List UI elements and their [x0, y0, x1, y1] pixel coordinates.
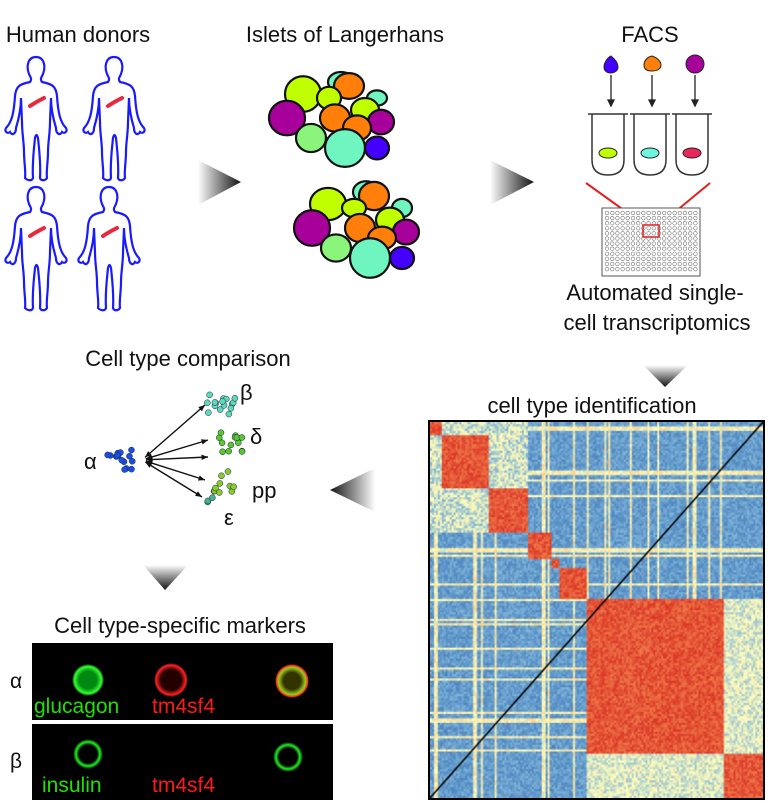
insulin-stained-cell	[73, 739, 103, 769]
cell-correlation-heatmap	[428, 420, 765, 800]
cell-dot	[209, 494, 216, 502]
alpha-marker-panel: glucagon tm4sf4	[32, 643, 333, 720]
donor-figure	[76, 185, 142, 313]
cell-dot	[121, 466, 128, 473]
donor-figure	[81, 55, 147, 183]
cell-dot	[231, 395, 239, 402]
epsilon-cluster	[204, 494, 216, 506]
cell-dot	[224, 468, 232, 475]
label-pp: pp	[252, 478, 277, 503]
stain-label-glucagon: glucagon	[34, 695, 120, 718]
cell-droplet-icon	[643, 55, 662, 72]
cell-dot	[225, 410, 233, 418]
human-donors-illustration	[3, 55, 147, 313]
label-alpha: α	[84, 449, 97, 474]
cell-dot	[216, 406, 224, 413]
cell-droplet-icon	[685, 54, 705, 74]
islet-cell	[357, 180, 391, 212]
islets-illustration	[267, 70, 421, 279]
cell-dot	[238, 448, 246, 455]
islet-cell	[366, 108, 396, 136]
cell-dot	[118, 456, 125, 464]
pp-cluster	[210, 468, 237, 496]
cell-dot	[219, 448, 226, 456]
arrow-down-icon	[643, 365, 688, 387]
facs-title: FACS	[621, 22, 679, 47]
islet-cell	[267, 99, 307, 137]
arrow-right-icon	[198, 160, 241, 205]
cell-dot	[230, 483, 237, 491]
stain-label-insulin: insulin	[42, 774, 102, 797]
comparison-arrow-icon	[145, 461, 203, 498]
beta-cluster	[204, 391, 239, 418]
islet-cell	[323, 127, 367, 169]
alpha-cluster	[104, 446, 136, 473]
delta-cluster	[216, 429, 246, 456]
comparison-arrow-icon	[145, 454, 209, 463]
cell-dot	[227, 441, 235, 449]
markers-title: Cell type-specific markers	[54, 613, 306, 638]
cell-dot	[128, 446, 135, 454]
cell-dot	[126, 452, 133, 460]
label-beta: β	[240, 380, 253, 405]
islet-cell	[391, 218, 421, 246]
donors-title: Human donors	[5, 22, 151, 47]
cell-dot	[218, 439, 226, 447]
islet-cell	[332, 72, 366, 100]
arrow-down-icon	[143, 565, 188, 590]
cell-dot	[212, 484, 219, 492]
glucagon-stained-cell	[72, 664, 104, 696]
islet-cell	[363, 135, 391, 161]
identification-title: cell type identification	[487, 393, 697, 418]
stain-label-tm4sf4: tm4sf4	[152, 774, 216, 797]
cell-dot	[211, 399, 219, 406]
cell-dot	[219, 398, 226, 405]
label-epsilon: ε	[224, 505, 234, 530]
cell-dot	[217, 429, 225, 436]
comparison-title: Cell type comparison	[85, 346, 291, 371]
islet-cluster	[292, 180, 421, 279]
islet-cell	[292, 209, 332, 247]
arrow-left-icon	[330, 468, 375, 512]
facs-illustration	[585, 54, 712, 277]
stain-label-tm4sf4: tm4sf4	[152, 695, 216, 718]
marker-row-label: β	[10, 750, 23, 773]
merged-stained-cell	[273, 742, 303, 772]
comparison-arrow-icon	[145, 439, 209, 460]
comparison-arrow-icon	[145, 460, 206, 481]
merged-stained-cell	[275, 664, 309, 698]
tm4sf4-stained-cell	[154, 663, 188, 697]
cell-dot	[238, 434, 246, 441]
donor-figure	[3, 55, 69, 183]
cell-dot	[216, 480, 224, 487]
transcriptomics-title-1: Automated single-	[566, 280, 744, 305]
arrow-right-icon	[490, 160, 534, 205]
cell-dot	[114, 451, 121, 459]
comparison-arrow-icon	[144, 404, 206, 458]
islet-cell	[348, 237, 392, 279]
islet-cluster	[267, 70, 396, 169]
cell-dot	[225, 447, 232, 455]
transcriptomics-title-2: cell transcriptomics	[563, 310, 751, 335]
cell-dot	[204, 399, 211, 407]
cell-dot	[227, 404, 235, 412]
islet-cell	[294, 122, 328, 154]
label-delta: δ	[250, 424, 263, 449]
cell-dot	[206, 391, 213, 399]
islet-cell	[319, 233, 353, 263]
donor-figure	[3, 185, 69, 313]
cell-dot	[204, 497, 212, 505]
cell-dot	[104, 451, 111, 459]
cell-dot	[205, 409, 212, 416]
cell-dot	[218, 472, 225, 480]
cell-dot	[128, 458, 136, 465]
cell-type-comparison-illustration	[104, 391, 246, 506]
marker-row-label: α	[10, 670, 23, 693]
cell-droplet-icon	[603, 55, 619, 74]
beta-marker-panel: insulin tm4sf4	[32, 724, 333, 800]
cell-dot	[216, 489, 223, 496]
islet-cell	[388, 245, 416, 271]
islets-title: Islets of Langerhans	[245, 22, 445, 47]
